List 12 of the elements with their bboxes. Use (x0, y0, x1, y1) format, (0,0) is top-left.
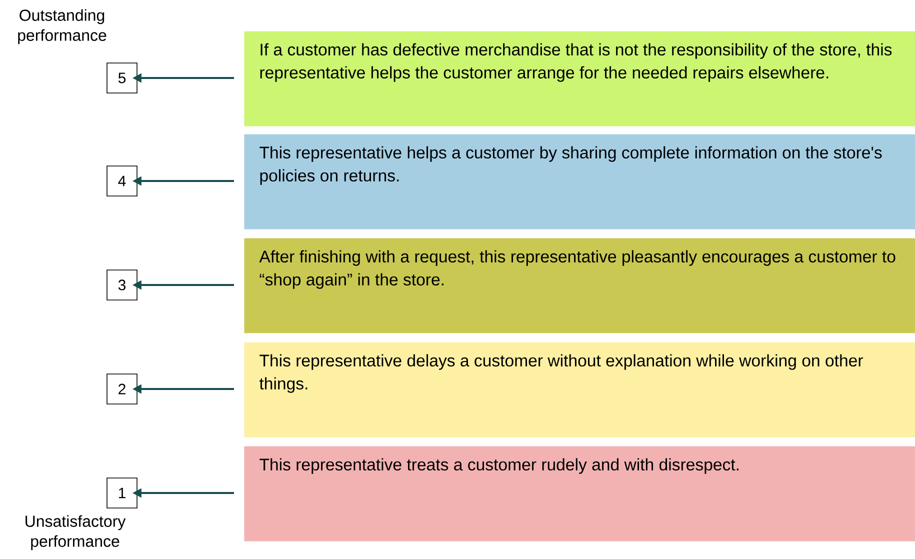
scale-label: Unsatisfactory performance (26, 515, 126, 550)
scale-label: Outstanding performance (18, 9, 106, 44)
statement-band: If a customer has defective merchandise that is not the responsibility of the store, this representative helps the customer arrange for the needed repairs elsewhere. (244, 31, 915, 126)
statement-band: After finishing with a request, this representative pleasantly encourages a customer to “shop again” in the store. (244, 238, 915, 334)
rating-box: 5 (106, 62, 138, 94)
statement-band: This representative treats a customer rudely and with disrespect. (244, 446, 915, 542)
statement-band: This representative helps a customer by sharing complete information on the store's policies on returns. (244, 134, 915, 230)
rating-box: 2 (106, 374, 138, 404)
rating-box: 4 (106, 166, 138, 196)
statement-band: This representative delays a customer without explanation while working on other things. (244, 342, 915, 438)
rating-box: 1 (106, 478, 138, 508)
rating-box: 3 (106, 270, 138, 300)
